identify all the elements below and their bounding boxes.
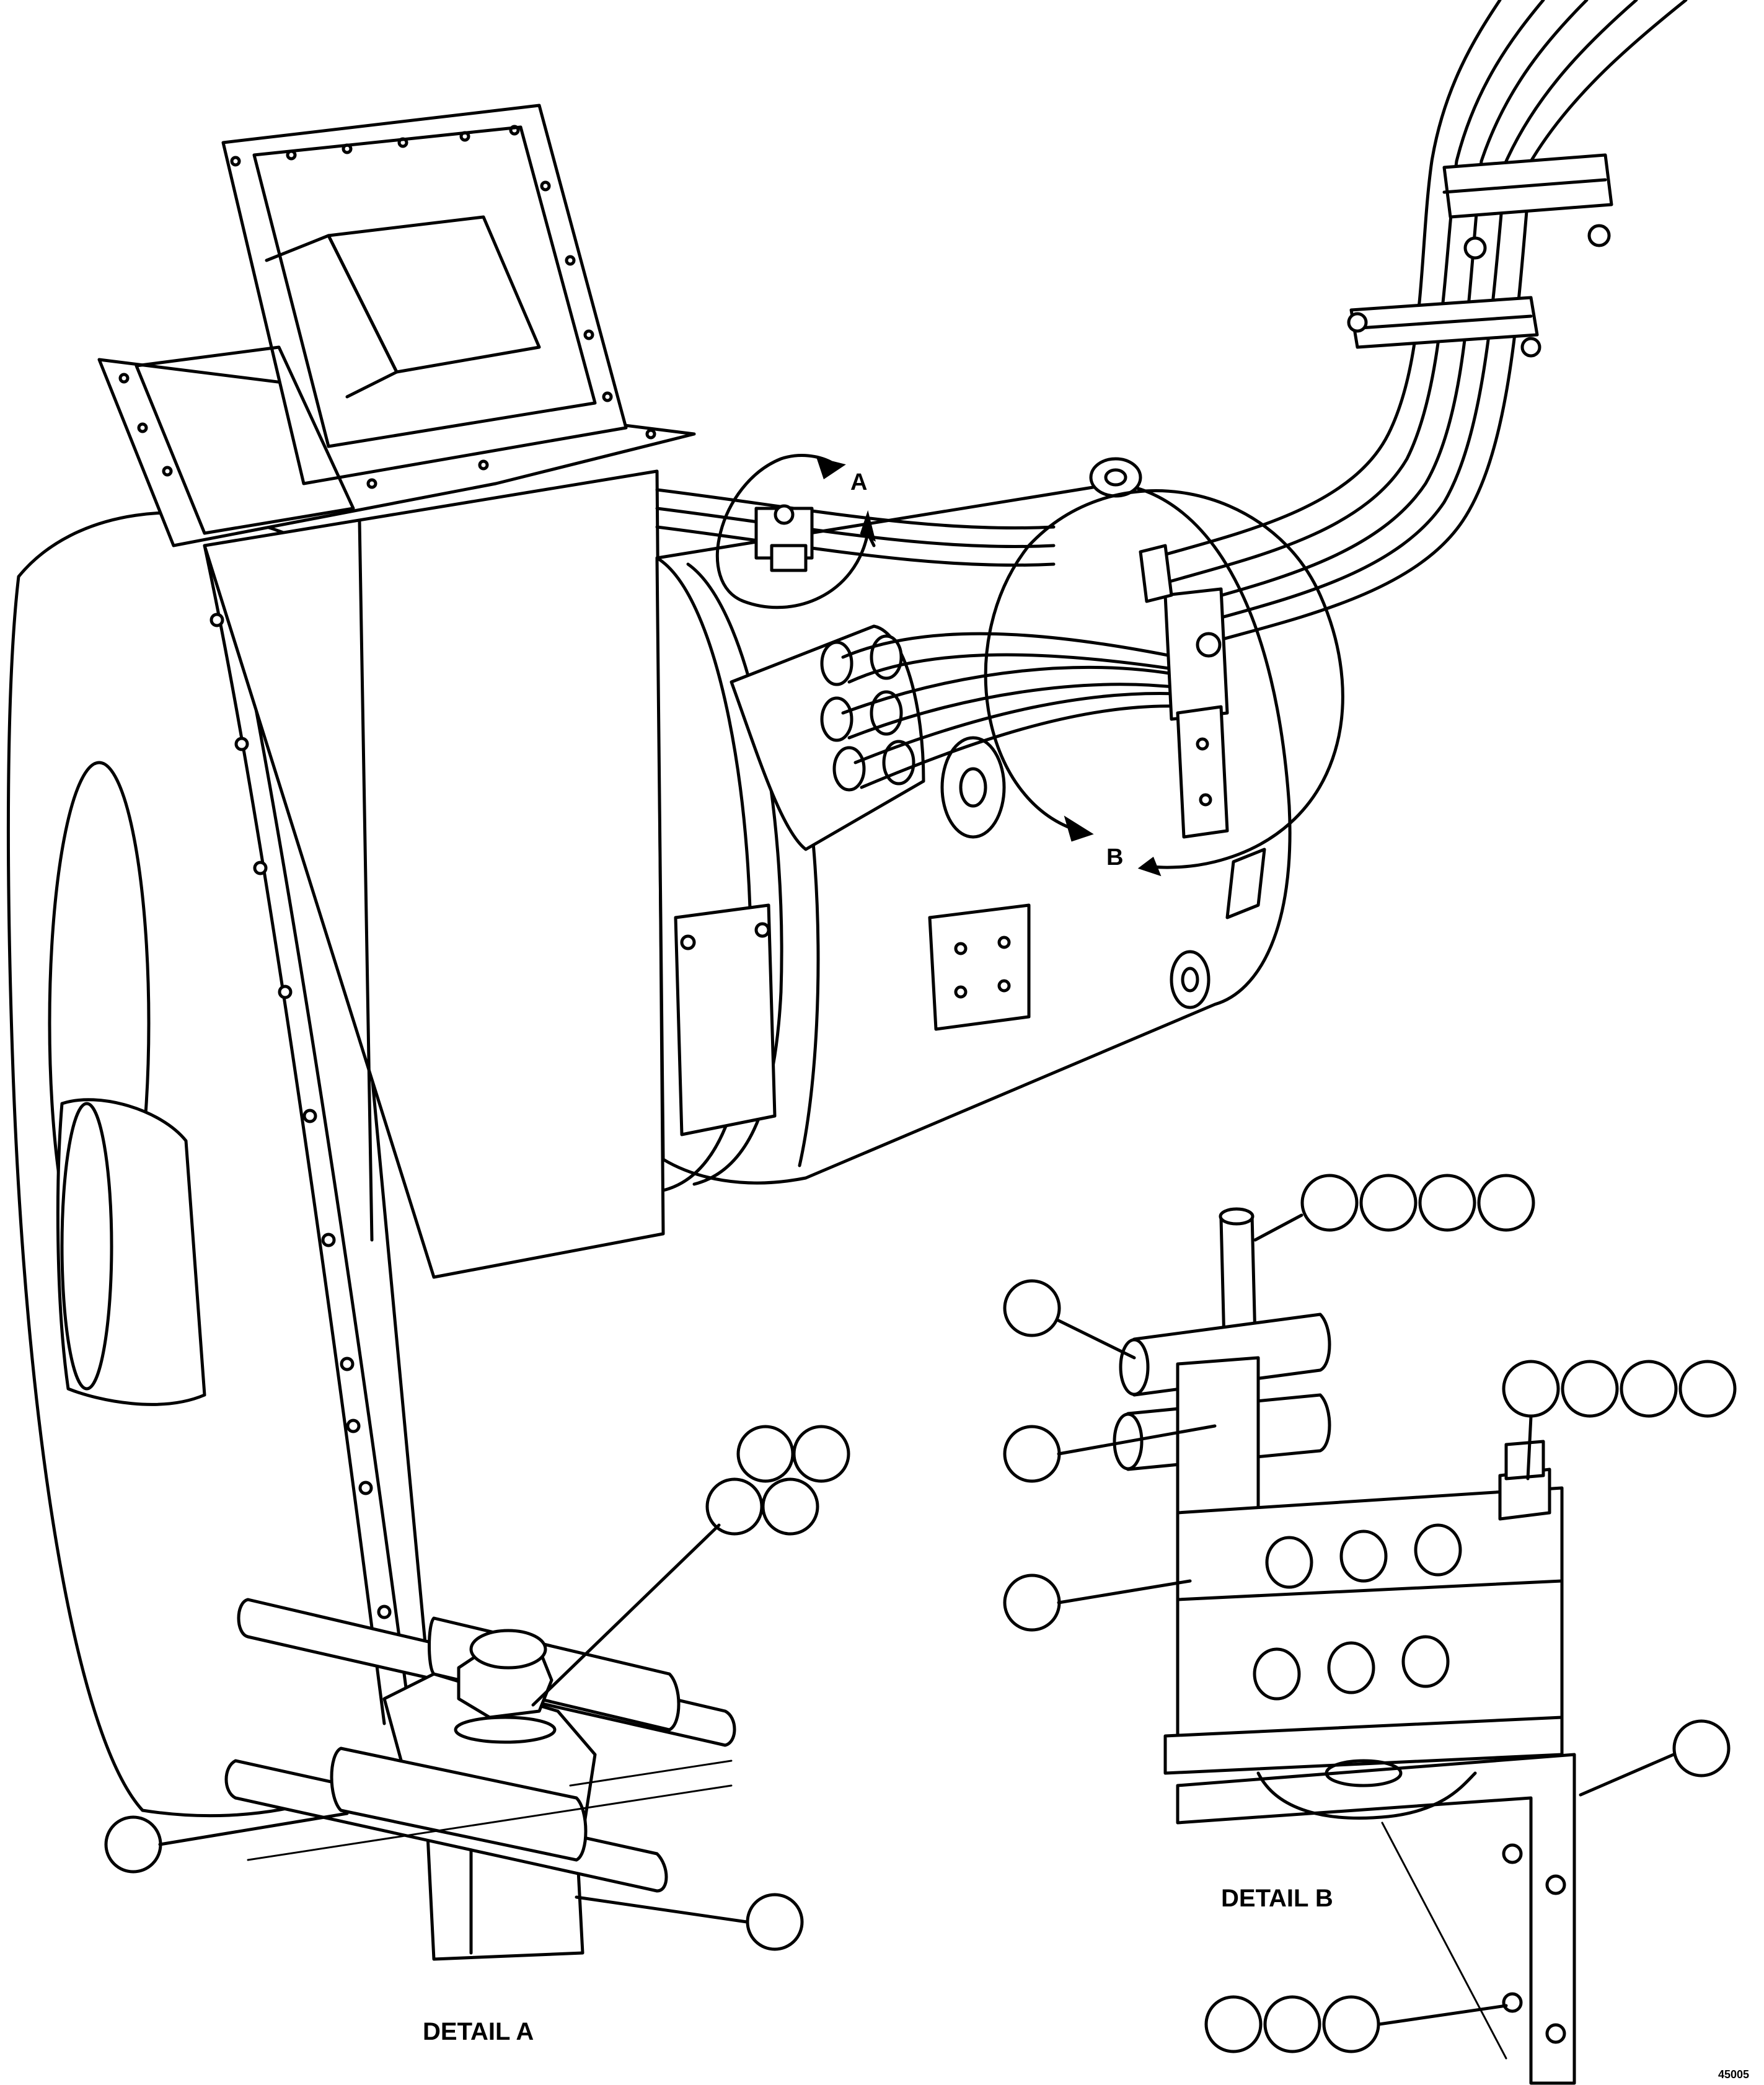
rim-bolts <box>209 613 392 1619</box>
view-label-b: B <box>1106 844 1123 870</box>
detail-b-drawing <box>1113 1207 1576 2085</box>
detail-b-indicator: B <box>984 489 1344 877</box>
detail-b-title: DETAIL B <box>1221 1885 1333 1912</box>
flange-holes <box>118 125 656 489</box>
detail-a-drawing <box>224 1598 736 1961</box>
blower-housing <box>6 104 696 1818</box>
clamp-a-small <box>754 504 814 572</box>
view-label-a: A <box>850 469 867 495</box>
power-cables <box>655 0 1688 839</box>
detail-a-callouts <box>104 1425 850 1951</box>
detail-a-indicator: A <box>715 454 876 609</box>
detail-b-callouts <box>1003 1174 1737 2053</box>
detail-a-title: DETAIL A <box>423 2018 534 2045</box>
figure-number: 45005 <box>1718 2068 1749 2081</box>
